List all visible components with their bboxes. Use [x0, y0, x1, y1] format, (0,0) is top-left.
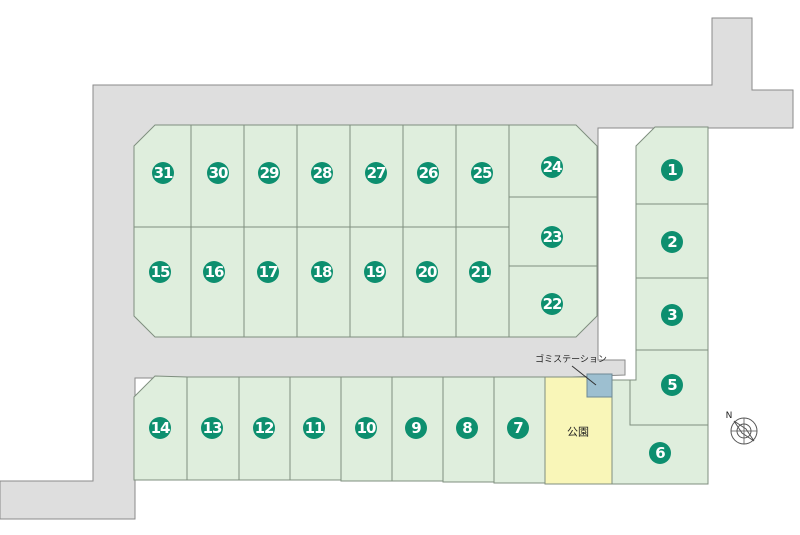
- lot-19[interactable]: 19: [364, 261, 386, 283]
- lot-1[interactable]: 1: [661, 159, 683, 181]
- lot-22-number: 22: [543, 295, 562, 313]
- lot-17[interactable]: 17: [257, 261, 279, 283]
- lot-18-number: 18: [313, 263, 332, 281]
- lot-29[interactable]: 29: [258, 162, 280, 184]
- lot-28-number: 28: [313, 164, 332, 182]
- compass-needle: [733, 420, 755, 442]
- park-label: 公園: [567, 426, 589, 439]
- upper-block: [133, 124, 598, 338]
- lot-22[interactable]: 22: [541, 293, 563, 315]
- right-block: [611, 126, 709, 485]
- lot-number-badges: 1 2 3 5 6 7 8 9 10 11 12 13 14 15 16 17 …: [149, 156, 683, 464]
- lot-21[interactable]: 21: [469, 261, 491, 283]
- lot-14[interactable]: 14: [149, 417, 171, 439]
- lot-21-number: 21: [471, 263, 490, 281]
- lot-2[interactable]: 2: [661, 231, 683, 253]
- lot-23[interactable]: 23: [541, 226, 563, 248]
- lot-16-number: 16: [205, 263, 224, 281]
- lot-2-number: 2: [667, 233, 677, 251]
- garbage-station-leader: [571, 365, 597, 386]
- lot-5-number: 5: [667, 376, 677, 394]
- lot-1-number: 1: [667, 161, 677, 179]
- lot-6-number: 6: [655, 444, 665, 462]
- garbage-station: [586, 373, 613, 398]
- lot-10[interactable]: 10: [355, 417, 377, 439]
- lot-20-number: 20: [418, 263, 437, 281]
- lot-6[interactable]: 6: [649, 442, 671, 464]
- lot-5[interactable]: 5: [661, 374, 683, 396]
- lot-9[interactable]: 9: [405, 417, 427, 439]
- lot-14-number: 14: [151, 419, 170, 437]
- lot-25[interactable]: 25: [471, 162, 493, 184]
- compass-north-label: N: [726, 411, 733, 421]
- lower-block: [133, 373, 613, 485]
- lot-15[interactable]: 15: [149, 261, 171, 283]
- lot-26[interactable]: 26: [417, 162, 439, 184]
- lot-24[interactable]: 24: [541, 156, 563, 178]
- lot-7[interactable]: 7: [507, 417, 529, 439]
- lot-12[interactable]: 12: [253, 417, 275, 439]
- lot-10-number: 10: [357, 419, 376, 437]
- lot-25-number: 25: [473, 164, 492, 182]
- lot-13-number: 13: [203, 419, 222, 437]
- lot-19-number: 19: [366, 263, 385, 281]
- lot-11[interactable]: 11: [303, 417, 325, 439]
- lot-11-number: 11: [305, 419, 324, 437]
- lot-15-number: 15: [151, 263, 170, 281]
- lot-8-number: 8: [462, 419, 472, 437]
- lot-18[interactable]: 18: [311, 261, 333, 283]
- lot-31-number: 31: [154, 164, 173, 182]
- lot-31[interactable]: 31: [152, 162, 174, 184]
- lot-13[interactable]: 13: [201, 417, 223, 439]
- garbage-station-label: ゴミステーション: [535, 353, 607, 365]
- lot-8[interactable]: 8: [456, 417, 478, 439]
- lot-10-shape: [340, 376, 393, 482]
- lot-29-number: 29: [260, 164, 279, 182]
- lot-20[interactable]: 20: [416, 261, 438, 283]
- lot-30[interactable]: 30: [207, 162, 229, 184]
- lot-28[interactable]: 28: [311, 162, 333, 184]
- north-compass: N: [726, 411, 758, 445]
- lot-24-number: 24: [543, 158, 562, 176]
- lot-9-number: 9: [411, 419, 421, 437]
- lot-21-shape: [455, 226, 510, 338]
- lot-7-number: 7: [513, 419, 523, 437]
- lot-16[interactable]: 16: [203, 261, 225, 283]
- lot-16-shape: [190, 226, 245, 338]
- lot-3-number: 3: [667, 306, 677, 324]
- lot-26-number: 26: [419, 164, 438, 182]
- lot-12-number: 12: [255, 419, 274, 437]
- lot-23-number: 23: [543, 228, 562, 246]
- lot-3[interactable]: 3: [661, 304, 683, 326]
- lot-27-number: 27: [367, 164, 386, 182]
- lot-17-number: 17: [259, 263, 278, 281]
- lot-27[interactable]: 27: [365, 162, 387, 184]
- lot-30-number: 30: [209, 164, 228, 182]
